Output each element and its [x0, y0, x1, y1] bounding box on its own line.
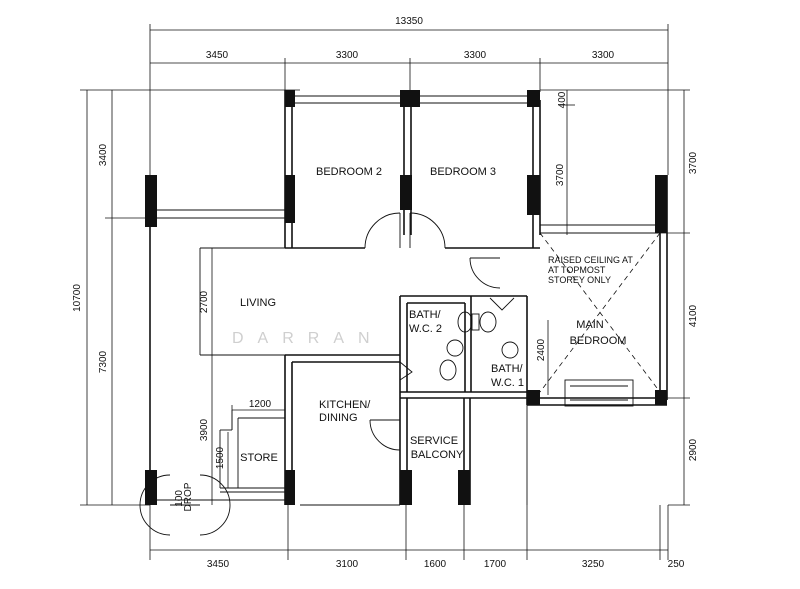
dim-bath-height: 2400 [536, 338, 547, 361]
dim-top-4: 3300 [592, 50, 615, 61]
label-bedroom-2: BEDROOM 2 [316, 166, 382, 178]
label-kitchen-line-1: KITCHEN/ [319, 399, 371, 411]
dimension-lines [80, 24, 690, 560]
label-store: STORE [240, 452, 278, 464]
note-ceiling-line-1: RAISED CEILING AT [548, 255, 633, 265]
dim-left-1: 3400 [98, 143, 109, 166]
dim-kitchen-height: 3900 [199, 418, 210, 441]
note-ceiling-line-2: AT TOPMOST [548, 265, 606, 275]
dim-top-1: 3450 [206, 50, 229, 61]
dim-bottom-4: 1700 [484, 559, 507, 570]
structural-columns [145, 90, 667, 505]
dim-top-2: 3300 [336, 50, 359, 61]
label-bath-2-line-2: W.C. 2 [409, 323, 442, 335]
dim-drop-value: 100 [174, 490, 185, 507]
dim-left-total: 10700 [72, 284, 83, 312]
dim-top-3: 3300 [464, 50, 487, 61]
dim-right-2: 4100 [688, 304, 699, 327]
label-bedroom-3: BEDROOM 3 [430, 166, 496, 178]
label-bath-2-line-1: BATH/ [409, 309, 442, 321]
dim-right-3: 2900 [688, 438, 699, 461]
dim-store-width: 1200 [249, 399, 272, 410]
note-ceiling-line-3: STOREY ONLY [548, 275, 611, 285]
dim-bottom-1: 3450 [207, 559, 230, 570]
label-service-line-1: SERVICE [410, 435, 458, 447]
dim-drop: 100 DROP [174, 482, 194, 511]
label-main-bedroom-line-1: MAIN [576, 319, 604, 331]
dim-bottom-3: 1600 [424, 559, 447, 570]
doors [139, 212, 515, 536]
dim-left-2: 7300 [98, 350, 109, 373]
dim-living-height: 2700 [199, 290, 210, 313]
dim-bedroom3-upper: 400 [557, 91, 568, 108]
raised-ceiling-diagonals [539, 232, 661, 393]
label-bath-1-line-1: BATH/ [491, 363, 524, 375]
dimension-labels: 13350 3450 3300 3300 3300 3450 3100 1600… [72, 16, 699, 570]
dim-bedroom3-height: 3700 [555, 163, 566, 186]
dim-store-height: 1500 [215, 446, 226, 469]
dim-bottom-5: 3250 [582, 559, 605, 570]
dim-overall-width: 13350 [395, 16, 423, 27]
label-main-bedroom-line-2: BEDROOM [570, 335, 627, 347]
label-bath-1-line-2: W.C. 1 [491, 377, 524, 389]
label-living: LIVING [240, 297, 276, 309]
sanitary-fixtures [439, 311, 634, 407]
dim-bottom-6: 250 [668, 559, 685, 570]
walls [149, 90, 668, 506]
dim-right-1: 3700 [688, 151, 699, 174]
label-kitchen-line-2: DINING [319, 412, 358, 424]
room-labels: BEDROOM 2 BEDROOM 3 LIVING BATH/ W.C. 2 … [240, 166, 626, 464]
dim-bottom-2: 3100 [336, 559, 359, 570]
dim-drop-word: DROP [183, 482, 194, 511]
watermark: DARRAN [232, 330, 384, 347]
ceiling-note: RAISED CEILING AT AT TOPMOST STOREY ONLY [548, 255, 633, 285]
label-service-line-2: BALCONY [411, 449, 464, 461]
